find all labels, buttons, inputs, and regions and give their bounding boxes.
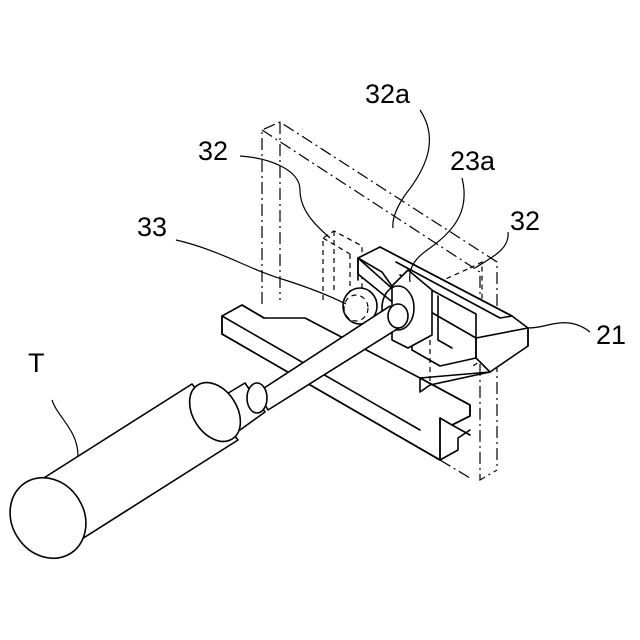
- label-33: 33: [137, 212, 167, 242]
- screwdriver-T: [0, 304, 408, 573]
- label-T: T: [28, 348, 45, 378]
- label-32a: 32a: [365, 79, 411, 109]
- leader-lines: [52, 110, 590, 456]
- label-32-left: 32: [198, 136, 228, 166]
- label-21: 21: [596, 320, 626, 350]
- label-23a: 23a: [450, 146, 496, 176]
- label-32-right: 32: [510, 206, 540, 236]
